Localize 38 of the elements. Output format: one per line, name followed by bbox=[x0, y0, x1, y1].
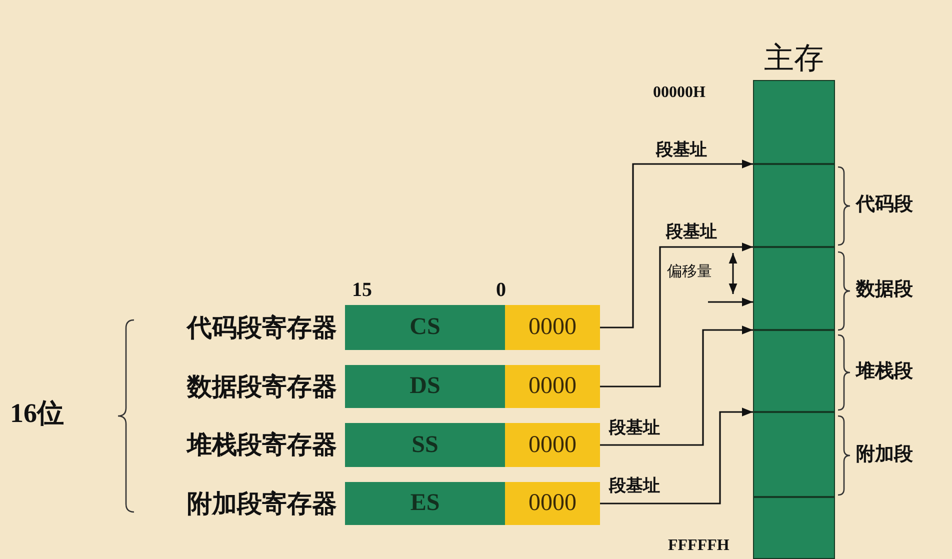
edge-label: 段基址 bbox=[608, 476, 661, 496]
register-value: 0000 bbox=[505, 482, 600, 525]
register-value: 0000 bbox=[505, 305, 600, 350]
arrow bbox=[708, 298, 753, 306]
edge-label: 段基址 bbox=[608, 418, 661, 438]
register-name: SS bbox=[345, 423, 505, 467]
segment-label: 数据段 bbox=[856, 278, 913, 301]
offset-label: 偏移量 bbox=[667, 262, 712, 281]
register-label: 附加段寄存器 bbox=[187, 488, 337, 520]
register-name: ES bbox=[345, 482, 505, 525]
arrow bbox=[600, 160, 753, 328]
arrow bbox=[600, 242, 753, 388]
edge-label: 段基址 bbox=[655, 140, 708, 160]
register-label: 数据段寄存器 bbox=[187, 370, 337, 402]
address-label: FFFFFH bbox=[668, 536, 730, 556]
bit-number: 0 bbox=[496, 278, 506, 302]
memory-heading: 主存 bbox=[763, 40, 825, 78]
register-label: 堆栈段寄存器 bbox=[187, 429, 337, 461]
memory-cell bbox=[753, 497, 835, 559]
arrow bbox=[600, 326, 753, 446]
bit-number: 15 bbox=[352, 278, 372, 302]
segment-label: 堆栈段 bbox=[856, 360, 913, 383]
memory-cell bbox=[753, 330, 835, 412]
edge-label: 段基址 bbox=[665, 222, 718, 242]
register-value: 0000 bbox=[505, 423, 600, 467]
register-name: DS bbox=[345, 365, 505, 408]
memory-cell bbox=[753, 164, 835, 247]
memory-cell bbox=[753, 80, 835, 164]
memory-cell bbox=[753, 412, 835, 497]
bit-width-label: 16位 bbox=[10, 398, 64, 429]
memory-cell bbox=[753, 247, 835, 330]
segment-label: 附加段 bbox=[856, 443, 913, 466]
register-label: 代码段寄存器 bbox=[187, 312, 337, 344]
address-label: 00000H bbox=[653, 83, 706, 103]
register-value: 0000 bbox=[505, 365, 600, 408]
arrow bbox=[600, 408, 753, 504]
segment-label: 代码段 bbox=[856, 193, 913, 216]
register-name: CS bbox=[345, 305, 505, 350]
